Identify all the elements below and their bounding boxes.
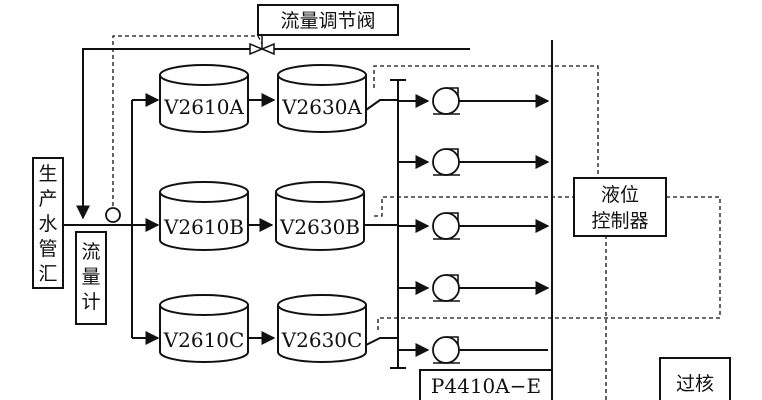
flow-meter-box: 流 量 计 [75, 231, 107, 325]
tank-v2610a-label: V2610A [163, 95, 244, 119]
flow-meter-char-1: 流 [81, 241, 100, 263]
pump-group-label: P4410A−E [431, 374, 541, 398]
filter-box: 过核 [659, 357, 731, 400]
pump-group-label-box: P4410A−E [419, 369, 553, 400]
level-controller-box: 液位 控制器 [573, 177, 667, 237]
tank-v2610b: V2610B [159, 181, 249, 251]
tank-v2630b-label: V2630B [279, 215, 360, 239]
flow-control-valve-label-box: 流量调节阀 [257, 4, 399, 36]
tank-v2610c-label: V2610C [163, 328, 245, 352]
water-main-char-1: 生 [38, 163, 57, 185]
flow-control-valve-label: 流量调节阀 [280, 10, 375, 32]
pump-e-icon [432, 336, 548, 364]
flow-meter-char-2: 量 [81, 266, 100, 288]
main-feed-line [63, 93, 160, 345]
tank-v2630c: V2630C [277, 294, 367, 363]
pump-d-icon [432, 274, 550, 302]
tank-v2610c: V2610C [159, 294, 249, 363]
pump-b-icon [432, 148, 550, 176]
tank-v2630c-label: V2630C [281, 328, 363, 352]
flow-sensor-icon [105, 207, 121, 223]
pump-a-icon [432, 87, 550, 115]
pump-c-icon [432, 212, 550, 240]
valve-symbol [249, 35, 275, 56]
flow-signal-dashed-line [112, 35, 263, 206]
level-signal-dashed-lines [373, 65, 721, 400]
water-main-char-4: 管 [38, 238, 57, 260]
recirculation-line [76, 48, 470, 220]
outlet-header [364, 79, 406, 369]
tank-v2610b-label: V2610B [163, 215, 244, 239]
tank-v2630b: V2630B [275, 181, 365, 251]
production-water-main-box: 生 产 水 管 汇 [32, 157, 64, 289]
water-main-char-3: 水 [38, 213, 57, 235]
tank-v2610a: V2610A [159, 64, 249, 133]
level-controller-label-line2: 控制器 [591, 210, 648, 232]
tank-v2630a: V2630A [277, 64, 367, 133]
filter-label: 过核 [676, 373, 714, 395]
tank-v2630a-label: V2630A [281, 95, 362, 119]
water-main-char-5: 汇 [38, 263, 57, 285]
level-controller-label-line1: 液位 [601, 184, 639, 206]
pump-branches [398, 94, 430, 357]
water-main-char-2: 产 [38, 188, 57, 210]
flow-meter-char-3: 计 [81, 291, 100, 313]
